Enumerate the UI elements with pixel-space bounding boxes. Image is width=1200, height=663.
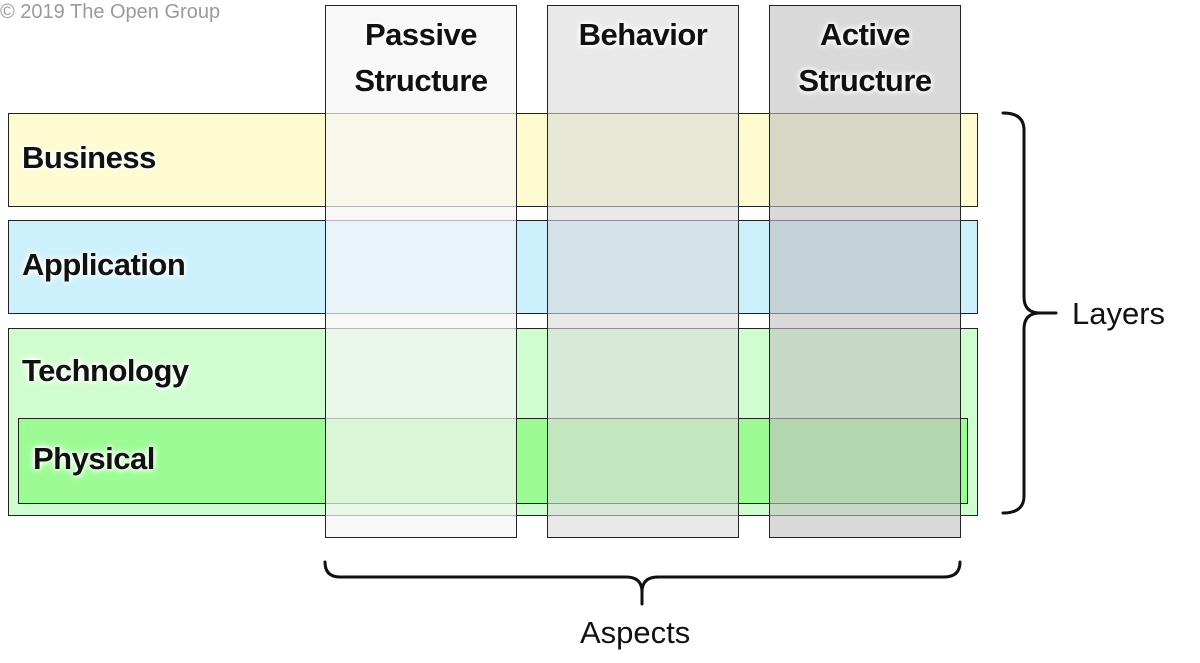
aspect-heading-line: Active xyxy=(819,17,911,52)
layers-brace-label: Layers xyxy=(1072,296,1166,331)
layer-label-business: Business xyxy=(22,140,156,175)
aspects-brace-label: Aspects xyxy=(580,615,691,650)
aspect-column-passive-structure xyxy=(325,5,517,538)
layers-brace xyxy=(1001,111,1058,515)
aspect-heading-line: Passive xyxy=(365,17,478,52)
copyright-notice: © 2019 The Open Group xyxy=(0,1,221,23)
aspects-brace xyxy=(323,560,962,606)
aspect-heading-passive-structure: Passive Structure xyxy=(325,12,517,104)
aspect-heading-behavior: Behavior xyxy=(547,12,739,58)
aspect-column-behavior xyxy=(547,5,739,538)
layer-label-physical: Physical xyxy=(33,441,155,476)
aspect-column-active-structure xyxy=(769,5,961,538)
aspect-heading-active-structure: Active Structure xyxy=(769,12,961,104)
layer-label-application: Application xyxy=(22,247,186,282)
aspect-heading-line: Structure xyxy=(798,63,932,98)
aspect-heading-line: Structure xyxy=(354,63,488,98)
aspect-heading-line: Behavior xyxy=(578,17,708,52)
layer-label-technology: Technology xyxy=(22,353,189,388)
